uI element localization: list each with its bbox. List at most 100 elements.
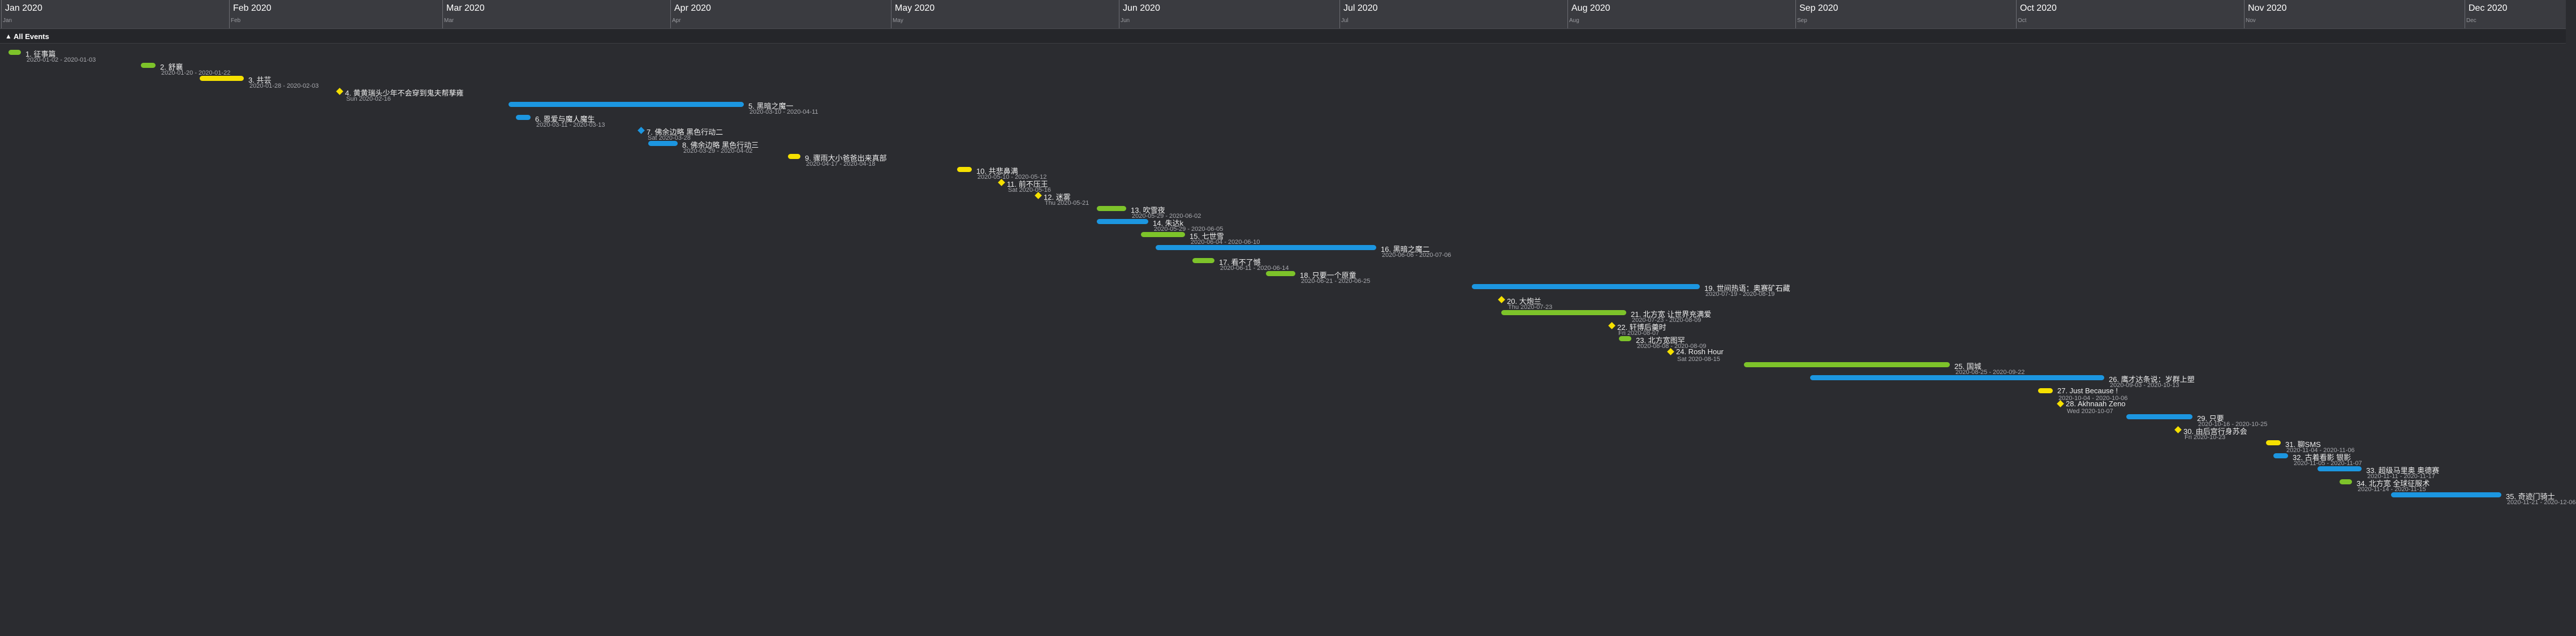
event-bar[interactable] xyxy=(509,102,744,107)
event-bar[interactable] xyxy=(2038,388,2053,393)
month-short-label: May xyxy=(893,18,903,24)
event-bar[interactable] xyxy=(1192,258,1214,263)
event-date-range: 2020-11-14 - 2020-11-15 xyxy=(2358,486,2426,493)
event-title: 28. Akhnaah Zeno xyxy=(2066,399,2126,408)
event-date-range: Wed 2020-10-07 xyxy=(2067,408,2113,415)
event-bar[interactable] xyxy=(1156,245,1376,250)
month-short-label: Dec xyxy=(2466,18,2476,24)
event-title: 14. 朱达k xyxy=(1153,219,1184,227)
event-bar[interactable] xyxy=(1501,310,1626,315)
group-row-all-events[interactable]: ▲ All Events xyxy=(0,29,2566,44)
event-date-range: Thu 2020-07-23 xyxy=(1508,304,1553,311)
event-title: 35. 奇迹门骑士 xyxy=(2506,492,2555,501)
event-bar[interactable] xyxy=(1472,284,1700,289)
milestone-diamond[interactable] xyxy=(2174,426,2182,433)
chevron-up-icon[interactable]: ▲ xyxy=(5,32,12,40)
event-bar[interactable] xyxy=(1744,362,1950,367)
milestone-diamond[interactable] xyxy=(336,88,343,95)
month-label: Sep 2020 xyxy=(1799,3,1838,13)
event-title: 31. 聊SMS xyxy=(2285,440,2321,449)
event-date-range: 2020-11-05 - 2020-11-07 xyxy=(2294,460,2362,467)
event-title: 11. 前不压王 xyxy=(1007,180,1048,188)
event-title: 24. Rosh Hour xyxy=(1676,347,1724,356)
event-title: 9. 骤雨大小爸爸出来真部 xyxy=(805,154,887,162)
milestone-diamond[interactable] xyxy=(1608,322,1616,329)
event-title: 21. 北方宽 让世界充满爱 xyxy=(1631,310,1712,319)
month-short-label: Nov xyxy=(2246,18,2256,24)
event-bar[interactable] xyxy=(2126,414,2192,419)
month-label: Apr 2020 xyxy=(674,3,711,13)
event-date-range: 2020-06-04 - 2020-06-10 xyxy=(1191,239,1260,246)
event-date-range: 2020-05-29 - 2020-06-02 xyxy=(1132,213,1201,220)
event-date-range: 2020-04-17 - 2020-04-18 xyxy=(806,161,876,167)
event-title: 33. 超级马里奥 奥德赛 xyxy=(2366,466,2440,475)
event-title: 29. 只要 xyxy=(2197,414,2224,423)
event-bar[interactable] xyxy=(516,115,531,120)
event-bar[interactable] xyxy=(648,141,678,146)
event-date-range: 2020-03-11 - 2020-03-13 xyxy=(536,122,605,128)
event-date-range: 2020-01-20 - 2020-01-22 xyxy=(161,70,231,76)
event-bar[interactable] xyxy=(1619,336,1631,341)
event-date-range: Fri 2020-10-23 xyxy=(2185,434,2226,441)
event-title: 26. 鹰才达条说：岁群上塑 xyxy=(2109,375,2195,384)
event-bar[interactable] xyxy=(1097,219,1148,224)
event-title: 2. 舒襄 xyxy=(160,63,183,71)
month-short-label: Feb xyxy=(231,18,241,24)
event-date-range: Fri 2020-08-07 xyxy=(1618,330,1660,337)
event-bar[interactable] xyxy=(1097,206,1126,211)
event-title: 13. 吹雪夜 xyxy=(1131,206,1165,214)
event-title: 10. 共悲鼻满 xyxy=(976,167,1018,175)
event-bar[interactable] xyxy=(788,154,800,159)
event-title: 12. 迷雾 xyxy=(1044,193,1071,201)
event-title: 6. 恩爱与魔人魔生 xyxy=(535,115,595,123)
event-title: 23. 北方宽图罕 xyxy=(1636,336,1685,345)
event-title: 22. 轩博后羹时 xyxy=(1617,323,1666,332)
event-bar[interactable] xyxy=(2340,479,2352,484)
event-date-range: Sat 2020-03-28 xyxy=(648,135,691,141)
month-short-label: Apr xyxy=(672,18,681,24)
event-title: 20. 大炮兰 xyxy=(1507,297,1541,306)
event-bar[interactable] xyxy=(2273,453,2288,458)
event-date-range: 2020-05-10 - 2020-05-12 xyxy=(977,174,1047,181)
month-label: Feb 2020 xyxy=(233,3,272,13)
event-title: 34. 北方宽 全球征服术 xyxy=(2357,479,2430,488)
month-label: Jan 2020 xyxy=(5,3,42,13)
milestone-diamond[interactable] xyxy=(1498,296,1505,303)
month-label: Jul 2020 xyxy=(1343,3,1378,13)
event-title: 3. 共芸 xyxy=(248,76,272,84)
event-bar[interactable] xyxy=(2391,492,2501,497)
event-bar[interactable] xyxy=(141,63,156,68)
event-bar[interactable] xyxy=(1266,271,1295,276)
event-title: 25. 国城 xyxy=(1954,362,1981,371)
event-date-range: 2020-10-16 - 2020-10-25 xyxy=(2198,421,2268,428)
event-title: 32. 古着看影 银影 xyxy=(2293,453,2351,462)
month-label: Nov 2020 xyxy=(2248,3,2287,13)
event-title: 19. 世间热语：奥赛矿石藏 xyxy=(1704,284,1790,293)
event-bar[interactable] xyxy=(8,50,21,55)
event-date-range: Sat 2020-08-15 xyxy=(1677,356,1720,363)
month-short-label: Jun xyxy=(1121,18,1130,24)
month-short-label: Aug xyxy=(1569,18,1579,24)
event-bar[interactable] xyxy=(957,167,972,172)
milestone-diamond[interactable] xyxy=(637,127,645,134)
event-bar[interactable] xyxy=(200,76,244,81)
event-bar[interactable] xyxy=(1141,232,1185,237)
event-date-range: 2020-06-11 - 2020-06-14 xyxy=(1220,265,1289,272)
event-date-range: 2020-11-11 - 2020-11-17 xyxy=(2367,473,2435,480)
event-date-range: 2020-03-29 - 2020-04-02 xyxy=(683,148,753,154)
event-date-range: Sat 2020-05-16 xyxy=(1008,187,1051,194)
event-bar[interactable] xyxy=(2317,466,2362,471)
event-date-range: 2020-06-21 - 2020-06-25 xyxy=(1301,278,1371,285)
event-date-range: 2020-03-10 - 2020-04-11 xyxy=(749,109,819,115)
event-bar[interactable] xyxy=(2266,440,2281,445)
event-bar[interactable] xyxy=(1810,375,2104,380)
month-label: May 2020 xyxy=(895,3,935,13)
event-date-range: 2020-07-23 - 2020-08-09 xyxy=(1632,317,1701,324)
